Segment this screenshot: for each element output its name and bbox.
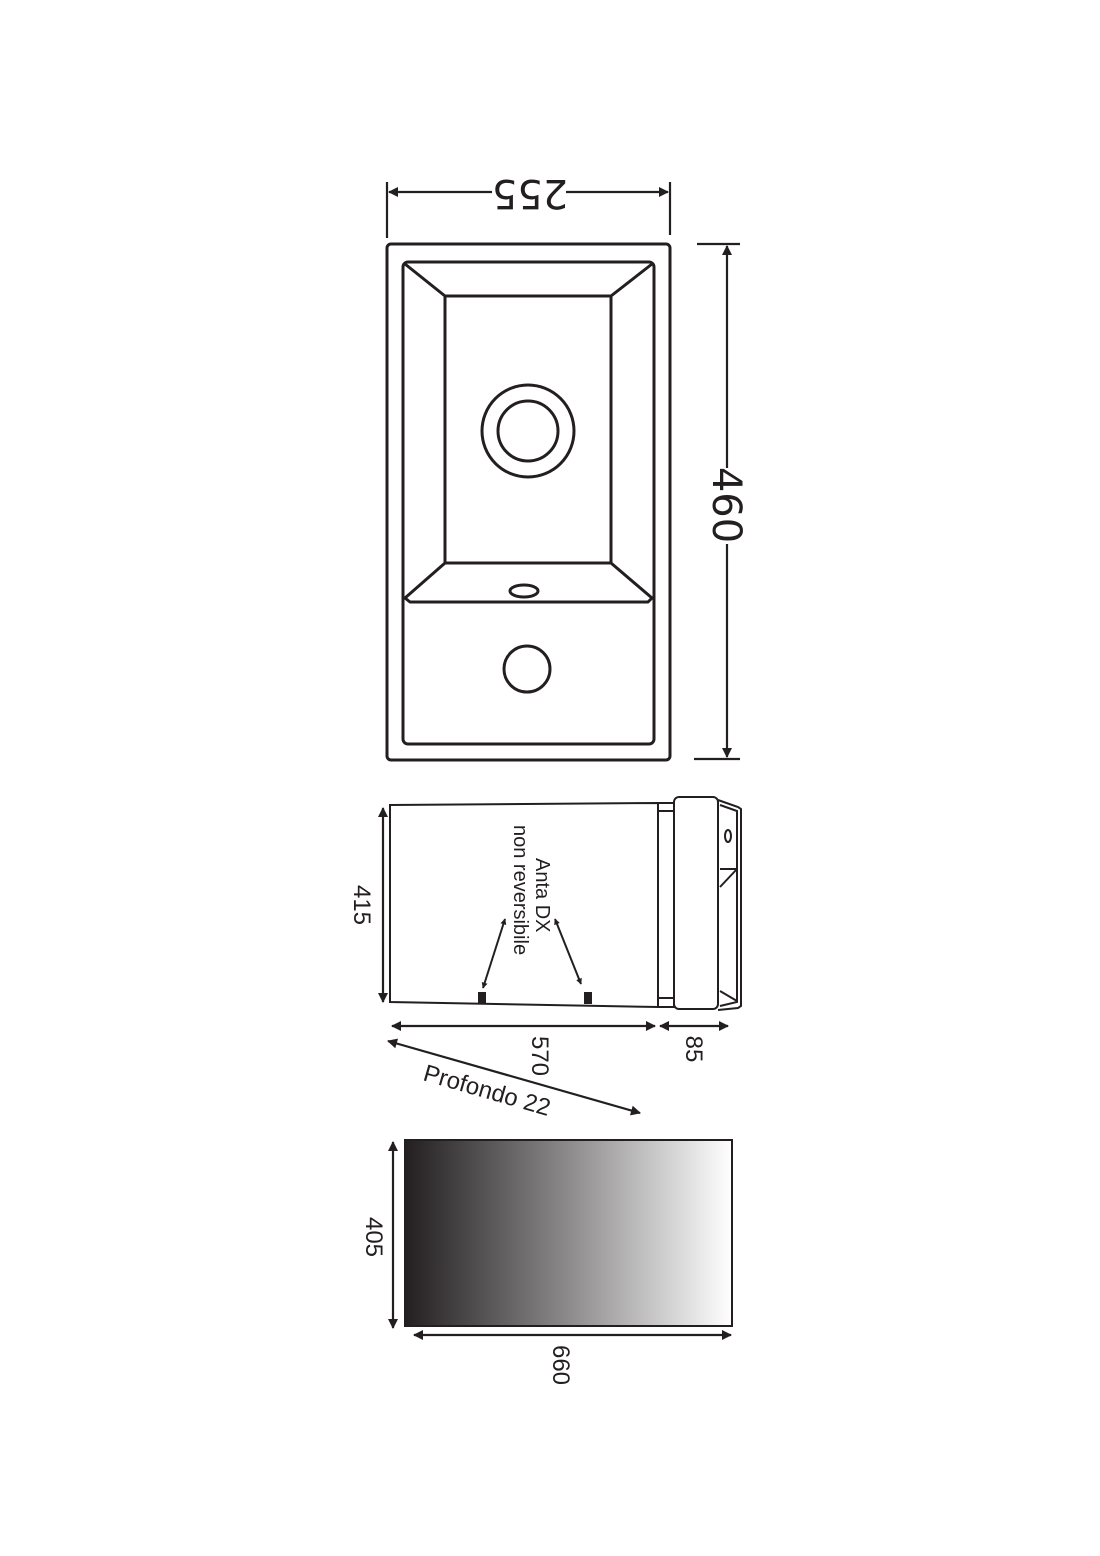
panel-view: 405 660 — [360, 1139, 733, 1385]
hinge-marker — [584, 992, 592, 1004]
width-dimension: 255 — [385, 170, 672, 238]
side-view: Anta DX non reversibile 415 570 85 — [348, 796, 742, 1076]
sink-profile — [673, 796, 719, 1010]
tap-hole — [502, 644, 552, 694]
top-view: 255 460 — [385, 170, 749, 762]
panel-height-label: 405 — [360, 1217, 387, 1257]
overflow-slot — [508, 583, 540, 599]
door-note-line2: non reversibile — [509, 825, 531, 955]
height-label: 460 — [703, 467, 749, 543]
width-label: 255 — [492, 170, 568, 216]
side-depth-label: 85 — [680, 1036, 707, 1063]
side-height-label: 415 — [348, 885, 375, 925]
drain-icon — [480, 383, 576, 479]
sink-inner-frame — [401, 260, 656, 746]
height-dimension: 460 — [694, 242, 749, 761]
depth-annotation: Profondo 22 — [387, 1038, 641, 1122]
panel-width-label: 660 — [547, 1345, 574, 1385]
panel-gradient — [404, 1139, 733, 1327]
door-note-line1: Anta DX — [531, 858, 553, 932]
hinge-marker — [478, 992, 486, 1003]
basin-bottom — [443, 294, 613, 565]
side-length-label: 570 — [526, 1036, 553, 1076]
sink-outer-rim — [385, 242, 672, 762]
